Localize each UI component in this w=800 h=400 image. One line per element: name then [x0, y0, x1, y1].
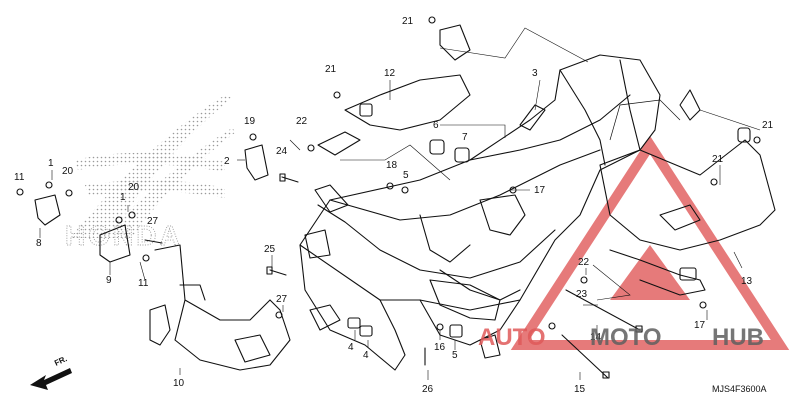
left-bracket-2	[244, 144, 269, 181]
callout-7: 7	[462, 132, 468, 143]
callout-11-center: 11	[138, 278, 149, 289]
callout-24: 24	[276, 146, 288, 157]
callout-19: 19	[244, 116, 256, 127]
callout-17-middle: 17	[534, 185, 546, 196]
main-frame	[299, 54, 681, 371]
callout-27-left: 27	[147, 216, 159, 227]
callout-5-lower: 5	[452, 350, 458, 361]
bracket-8	[34, 194, 61, 226]
front-direction-arrow-icon: FR.	[30, 354, 72, 390]
callout-2: 2	[224, 156, 230, 167]
callout-11-left: 11	[14, 172, 25, 183]
rear-subframe	[599, 89, 776, 296]
bolt-25	[266, 266, 287, 276]
leader-lines	[39, 27, 761, 380]
callout-1-center: 1	[120, 192, 126, 203]
bracket-9	[99, 224, 131, 263]
bolt-15	[561, 334, 610, 379]
bolt-14	[565, 289, 643, 333]
callout-10: 10	[173, 378, 185, 389]
callout-20-center: 20	[128, 182, 140, 193]
callout-3: 3	[532, 68, 538, 79]
watermark-moto: MOTO	[590, 324, 662, 351]
upper-bracket-12	[344, 24, 471, 131]
callout-5-upper: 5	[403, 170, 409, 181]
callout-21-upper-left: 21	[325, 64, 337, 75]
honda-logo-text: HONDA	[65, 220, 183, 251]
callout-22-upper: 22	[296, 116, 308, 127]
callout-12: 12	[384, 68, 396, 79]
honda-wing-logo: HONDA	[65, 95, 236, 251]
callout-17-lower: 17	[694, 320, 706, 331]
engine-mount	[309, 279, 501, 359]
direction-label: FR.	[53, 354, 68, 368]
callout-20-left: 20	[62, 166, 74, 177]
bolt-24	[279, 173, 299, 183]
watermark-auto: AUTO	[478, 324, 546, 351]
diagram-part-code: MJS4F3600A	[712, 384, 767, 394]
callout-9: 9	[106, 275, 112, 286]
watermark-triangle-icon	[510, 135, 790, 350]
callout-13: 13	[741, 276, 753, 287]
watermark-hub: HUB	[712, 324, 764, 351]
callout-labels: 21 12 3 21 22 19 24 2 6 7 18 5 17 21 21 …	[14, 16, 774, 395]
callout-23: 23	[576, 289, 588, 300]
callout-21-right: 21	[762, 120, 774, 131]
callout-26: 26	[422, 384, 434, 395]
callout-27-center: 27	[276, 294, 288, 305]
callout-21-right-lower: 21	[712, 154, 724, 165]
callout-4-right: 4	[363, 350, 369, 361]
fasteners	[16, 16, 761, 331]
callout-6: 6	[433, 120, 439, 131]
callout-1-left: 1	[48, 158, 54, 169]
callout-21-top: 21	[402, 16, 414, 27]
callout-14: 14	[590, 332, 602, 343]
bracket-22	[317, 131, 361, 156]
watermark-wordmark: AUTO MOTO HUB	[478, 324, 764, 351]
collars-6-7	[429, 139, 470, 163]
callout-15: 15	[574, 384, 586, 395]
callout-4-left: 4	[348, 342, 354, 353]
callout-22-lower: 22	[578, 257, 590, 268]
callout-18: 18	[386, 160, 398, 171]
bolt-27a	[144, 239, 163, 244]
callout-8: 8	[36, 238, 42, 249]
callout-25: 25	[264, 244, 276, 255]
callout-16: 16	[434, 342, 446, 353]
lower-frame	[149, 244, 291, 371]
